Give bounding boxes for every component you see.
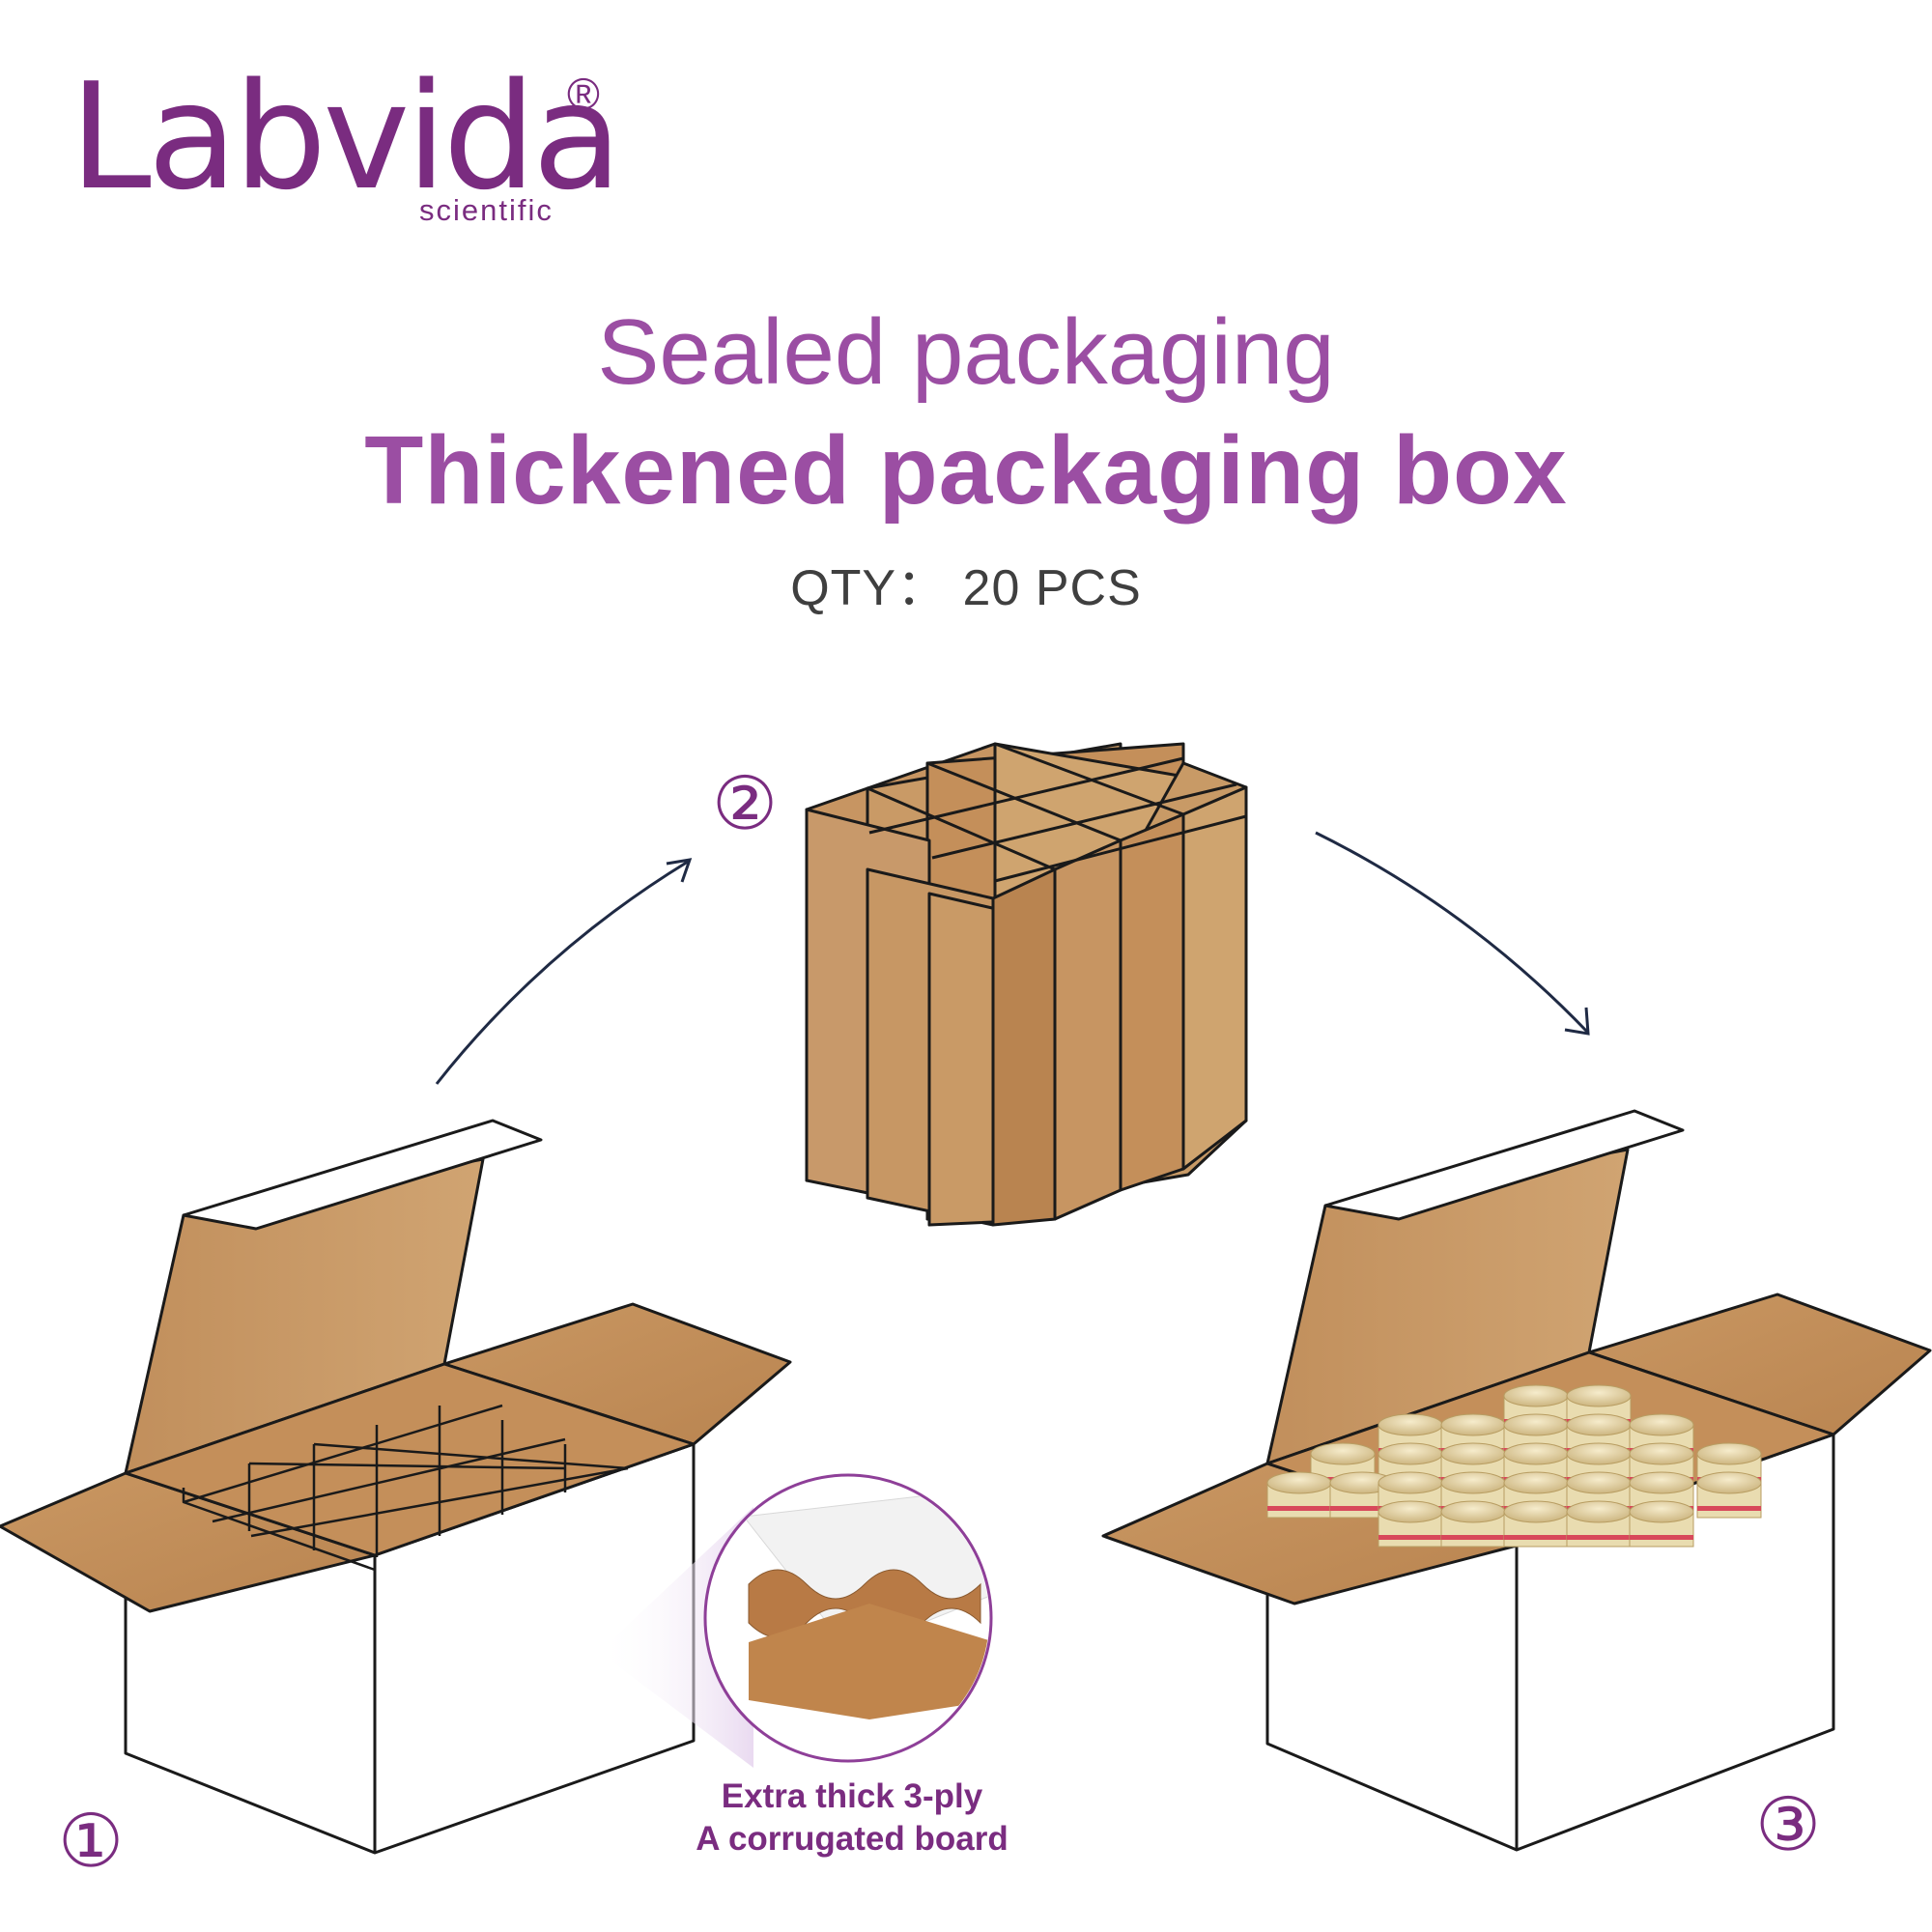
registered-mark: ® xyxy=(567,69,600,119)
caption-line-2: A corrugated board xyxy=(696,1820,1009,1858)
vial-cap xyxy=(1696,1471,1762,1519)
caption-line-1: Extra thick 3-ply xyxy=(721,1777,983,1815)
brand-name: Labvida xyxy=(70,51,622,222)
step-number-3: ③ xyxy=(1755,1781,1821,1867)
vial-caps-group xyxy=(1266,1384,1762,1548)
vial-cap xyxy=(1378,1500,1443,1548)
curved-arrow-icon xyxy=(435,858,693,1085)
headline-sealed: Sealed packaging xyxy=(597,300,1335,404)
vial-cap xyxy=(1440,1500,1506,1548)
curved-arrow-icon xyxy=(1315,831,1590,1036)
open-box-empty-icon xyxy=(0,1119,792,1855)
vial-cap xyxy=(1629,1500,1694,1548)
brand-logo: Labvida ® scientific xyxy=(70,60,668,243)
quantity-label: QTY： 20 PCS xyxy=(790,560,1142,616)
corrugated-caption: Extra thick 3-ply A corrugated board xyxy=(649,1776,1055,1861)
vial-cap xyxy=(1266,1471,1332,1519)
cardboard-divider-grid-icon xyxy=(805,742,1248,1227)
brand-tagline: scientific xyxy=(419,193,554,227)
corrugated-board-detail-icon xyxy=(599,1473,993,1768)
vial-cap xyxy=(1566,1500,1632,1548)
step-number-1: ① xyxy=(58,1798,124,1884)
headline-thickened: Thickened packaging box xyxy=(364,416,1568,525)
vial-cap xyxy=(1503,1500,1569,1548)
step-number-2: ② xyxy=(712,760,778,846)
